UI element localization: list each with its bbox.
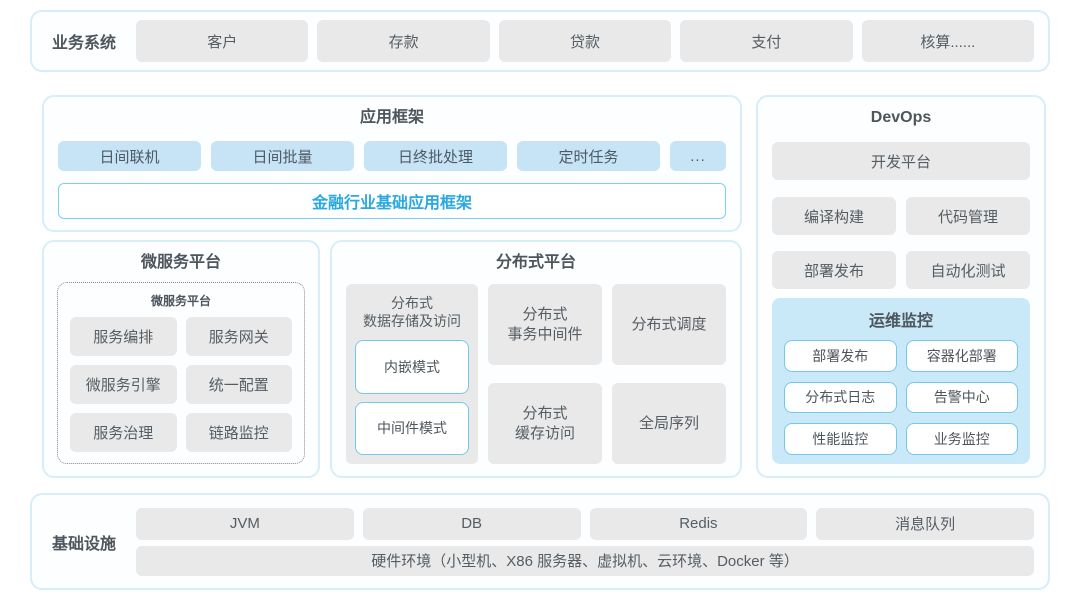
distributed-cache-access: 分布式 缓存访问 xyxy=(488,383,602,464)
middle-zone: 应用框架 日间联机 日间批量 日终批处理 定时任务 ... 金融行业基础应用框架… xyxy=(42,95,1046,478)
distributed-storage-group: 分布式 数据存储及访问 内嵌模式 中间件模式 xyxy=(346,284,478,464)
middle-left-column: 应用框架 日间联机 日间批量 日终批处理 定时任务 ... 金融行业基础应用框架… xyxy=(42,95,742,478)
storage-embedded-mode: 内嵌模式 xyxy=(355,340,469,394)
platform-row: 微服务平台 微服务平台 服务编排 服务网关 微服务引擎 统一配置 服务治理 链路… xyxy=(42,240,742,478)
ms-trace-monitor: 链路监控 xyxy=(185,413,292,452)
af-eod-batch: 日终批处理 xyxy=(364,141,507,171)
distributed-transaction-middleware: 分布式 事务中间件 xyxy=(488,284,602,365)
distributed-column-3: 分布式调度 全局序列 xyxy=(612,284,726,464)
business-system-loan: 贷款 xyxy=(498,20,672,62)
af-daytime-online: 日间联机 xyxy=(58,141,201,171)
devops-title: DevOps xyxy=(870,109,932,126)
microservice-items: 服务编排 服务网关 微服务引擎 统一配置 服务治理 链路监控 xyxy=(70,317,292,452)
business-system-accounting: 核算...... xyxy=(861,20,1035,62)
ms-microservice-engine: 微服务引擎 xyxy=(70,365,177,404)
ops-performance-monitor: 性能监控 xyxy=(784,423,897,455)
infrastructure-row: JVM DB Redis 消息队列 xyxy=(136,508,1034,540)
business-system-customer: 客户 xyxy=(136,20,309,62)
app-framework-items: 日间联机 日间批量 日终批处理 定时任务 ... xyxy=(58,141,726,171)
ms-service-governance: 服务治理 xyxy=(70,413,177,452)
dev-platform: 开发平台 xyxy=(772,142,1030,180)
infrastructure-items: JVM DB Redis 消息队列 硬件环境（小型机、X86 服务器、虚拟机、云… xyxy=(136,508,1034,576)
devops-panel: DevOps 开发平台 编译构建 代码管理 部署发布 自动化测试 运维监控 部署… xyxy=(756,95,1046,478)
devops-items: 编译构建 代码管理 部署发布 自动化测试 xyxy=(772,197,1030,289)
infra-redis: Redis xyxy=(589,508,808,540)
infrastructure-label: 基础设施 xyxy=(51,536,116,553)
microservice-panel: 微服务平台 微服务平台 服务编排 服务网关 微服务引擎 统一配置 服务治理 链路… xyxy=(42,240,320,478)
ops-monitor-items: 部署发布 容器化部署 分布式日志 告警中心 性能监控 业务监控 xyxy=(784,340,1018,455)
financial-base-framework: 金融行业基础应用框架 xyxy=(58,183,726,219)
app-framework-panel: 应用框架 日间联机 日间批量 日终批处理 定时任务 ... 金融行业基础应用框架 xyxy=(42,95,742,232)
distributed-storage-title: 分布式 数据存储及访问 xyxy=(363,295,461,329)
distributed-column-2: 分布式 事务中间件 分布式 缓存访问 xyxy=(488,284,602,464)
devops-deploy-release: 部署发布 xyxy=(772,251,896,289)
business-systems-band: 业务系统 客户 存款 贷款 支付 核算...... xyxy=(30,10,1050,72)
ms-unified-config: 统一配置 xyxy=(185,365,292,404)
af-daytime-batch: 日间批量 xyxy=(211,141,354,171)
business-system-deposit: 存款 xyxy=(317,20,490,62)
ms-service-gateway: 服务网关 xyxy=(185,317,292,356)
ops-deploy-release: 部署发布 xyxy=(784,340,897,372)
business-systems-label: 业务系统 xyxy=(51,35,116,52)
devops-compile-build: 编译构建 xyxy=(772,197,896,235)
distributed-title: 分布式平台 xyxy=(495,254,576,271)
infra-jvm: JVM xyxy=(136,508,354,540)
distributed-scheduling: 分布式调度 xyxy=(612,284,726,365)
hardware-environment: 硬件环境（小型机、X86 服务器、虚拟机、云环境、Docker 等） xyxy=(136,545,1034,576)
infra-db: DB xyxy=(362,508,581,540)
infra-message-queue: 消息队列 xyxy=(816,508,1034,540)
af-scheduled-task: 定时任务 xyxy=(517,141,660,171)
ops-distributed-logs: 分布式日志 xyxy=(784,381,897,414)
ops-monitor-group: 运维监控 部署发布 容器化部署 分布式日志 告警中心 性能监控 业务监控 xyxy=(772,298,1030,464)
microservice-title: 微服务平台 xyxy=(140,254,221,271)
ms-service-orchestration: 服务编排 xyxy=(70,317,177,356)
global-sequence: 全局序列 xyxy=(612,383,726,464)
ops-container-deploy: 容器化部署 xyxy=(905,340,1018,372)
business-systems-items: 客户 存款 贷款 支付 核算...... xyxy=(136,20,1035,62)
microservice-inner-group: 微服务平台 服务编排 服务网关 微服务引擎 统一配置 服务治理 链路监控 xyxy=(57,282,305,464)
distributed-columns: 分布式 数据存储及访问 内嵌模式 中间件模式 分布式 事务中间件 分布式 缓存访… xyxy=(346,284,726,464)
af-more-ellipsis: ... xyxy=(670,141,726,171)
ops-business-monitor: 业务监控 xyxy=(905,423,1018,455)
microservice-inner-title: 微服务平台 xyxy=(150,294,211,308)
business-system-payment: 支付 xyxy=(680,20,853,62)
ops-monitor-title: 运维监控 xyxy=(868,313,933,330)
devops-code-management: 代码管理 xyxy=(906,197,1030,235)
ops-alert-center: 告警中心 xyxy=(905,381,1018,414)
devops-automated-testing: 自动化测试 xyxy=(906,251,1030,289)
app-framework-title: 应用框架 xyxy=(359,109,424,126)
infrastructure-band: 基础设施 JVM DB Redis 消息队列 硬件环境（小型机、X86 服务器、… xyxy=(30,493,1050,590)
storage-middleware-mode: 中间件模式 xyxy=(355,401,469,455)
distributed-panel: 分布式平台 分布式 数据存储及访问 内嵌模式 中间件模式 分布式 事务中间件 分… xyxy=(330,240,742,478)
